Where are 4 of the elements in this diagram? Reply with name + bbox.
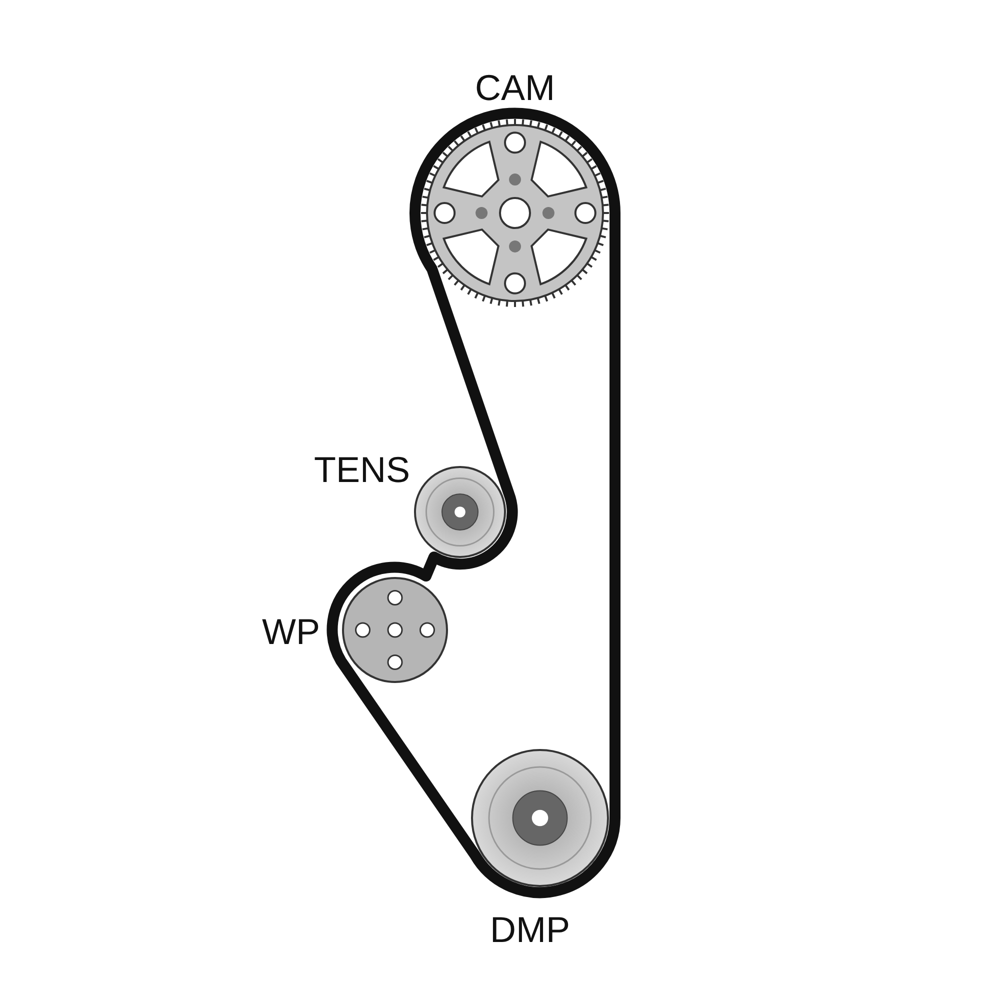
pulley-label: DMP [490,912,570,948]
pulley-label: TENS [314,452,410,488]
pulley-label: CAM [475,70,555,106]
pulley-label: WP [262,614,320,650]
